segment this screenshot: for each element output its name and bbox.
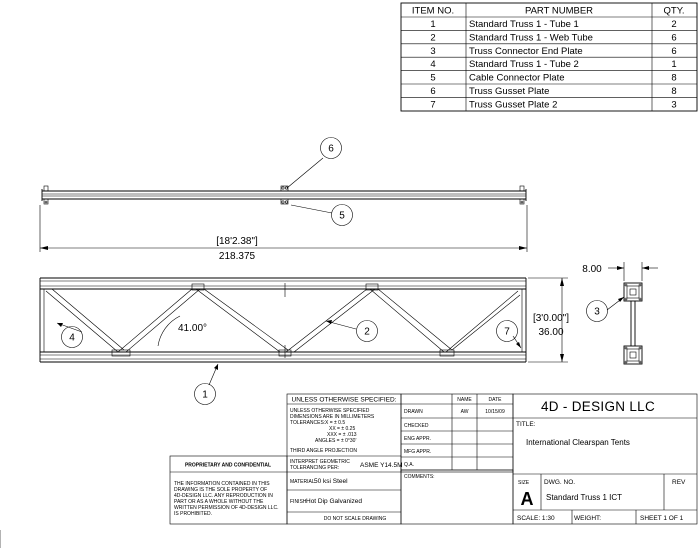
balloon-3: 3 xyxy=(586,296,625,322)
tb-tol-xx: XX = ± 0.25 xyxy=(329,426,355,432)
bom-row-4-part: Standard Truss 1 - Tube 2 xyxy=(469,59,579,70)
tb-size-label: SIZE xyxy=(518,480,530,486)
bom-row-5-item: 5 xyxy=(430,73,435,84)
bom-row-2-qty: 6 xyxy=(671,32,676,43)
bom-row-4-qty: 1 xyxy=(671,59,676,70)
tb-weight: WEIGHT: xyxy=(574,515,601,522)
tb-prop-line-2: DRAWING IS THE SOLE PROPERTY OF xyxy=(174,487,267,493)
balloon-4: 4 xyxy=(56,322,83,348)
tb-material-label: MATERIAL xyxy=(290,479,315,485)
tb-dims-1: UNLESS OTHERWISE SPECIFIED xyxy=(290,408,370,414)
angle-label: 41.00° xyxy=(178,323,207,334)
bom-table: ITEM NO. PART NUMBER QTY. 1 Standard Tru… xyxy=(400,2,698,112)
tb-dims-2: DIMENSIONS ARE IN MILLIMETERS xyxy=(290,414,375,420)
top-view xyxy=(41,185,527,205)
bom-row-1-qty: 2 xyxy=(671,19,676,30)
tb-prop-line-3: 4D-DESIGN LLC. ANY REPRODUCTION IN xyxy=(174,493,273,499)
balloon-1-label: 1 xyxy=(202,390,208,401)
height-dim-in: 36.00 xyxy=(538,327,563,338)
tb-prop-line-1: THE INFORMATION CONTAINED IN THIS xyxy=(174,481,270,487)
front-view xyxy=(39,277,527,363)
tb-rev-label: REV xyxy=(672,479,686,486)
tb-comments: COMMENTS: xyxy=(404,474,435,480)
tb-tol-angles: ANGLES = ± 0°30' xyxy=(315,438,356,444)
bom-row-3-item: 3 xyxy=(430,46,435,57)
tb-col-date: DATE xyxy=(489,397,503,403)
balloon-3-label: 3 xyxy=(594,307,600,318)
tb-scale: SCALE: 1:30 xyxy=(517,515,555,522)
tb-finish: Hot Dip Galvanized xyxy=(306,498,362,505)
width-dimension: 8.00 xyxy=(582,262,658,281)
bom-row-5-part: Cable Connector Plate xyxy=(469,73,565,84)
tb-title-label: TITLE: xyxy=(516,421,536,428)
tb-drawn: DRAWN xyxy=(404,409,423,415)
bom-row-6-qty: 8 xyxy=(671,86,676,97)
tb-col-name: NAME xyxy=(457,397,472,403)
tb-proprietary: PROPRIETARY AND CONFIDENTIAL xyxy=(185,463,271,469)
tb-third-angle: THIRD ANGLE PROJECTION xyxy=(290,448,357,454)
tb-material: 50 ksi Steel xyxy=(314,478,348,485)
tb-company: 4D - DESIGN LLC xyxy=(541,399,655,414)
length-dim-ft: [18'2.38"] xyxy=(216,236,258,247)
balloon-4-label: 4 xyxy=(69,333,75,344)
tb-sheet: SHEET 1 OF 1 xyxy=(640,515,684,522)
bom-header-part: PART NUMBER xyxy=(525,6,593,17)
height-dimension: [3'0.00"] 36.00 xyxy=(528,277,569,363)
bom-row-7-qty: 3 xyxy=(671,99,676,110)
tb-prop-line-6: IS PROHIBITED. xyxy=(174,511,212,517)
balloon-2: 2 xyxy=(325,320,378,342)
tb-geom-tol-1: INTERPRET GEOMETRIC xyxy=(290,459,350,465)
tb-unless: UNLESS OTHERWISE SPECIFIED: xyxy=(292,397,397,404)
tb-drawn-name: AW xyxy=(461,409,469,415)
tb-title: International Clearspan Tents xyxy=(526,438,630,447)
title-block: UNLESS OTHERWISE SPECIFIED: UNLESS OTHER… xyxy=(169,393,698,525)
bom-row-7-item: 7 xyxy=(430,99,435,110)
balloon-1: 1 xyxy=(194,363,219,405)
side-view xyxy=(623,282,643,365)
tb-tol-x: X = ± 0.5 xyxy=(325,420,345,426)
angle-annotation: 41.00° xyxy=(157,315,207,347)
tb-dwg-no: Standard Truss 1 ICT xyxy=(546,493,622,502)
bom-header-item: ITEM NO. xyxy=(412,6,454,17)
balloon-5: 5 xyxy=(290,204,353,226)
tb-finish-label: FINISH xyxy=(290,499,307,505)
tb-geom-std: ASME Y14.5M xyxy=(360,462,403,469)
length-dim-in: 218.375 xyxy=(219,251,256,262)
width-dim: 8.00 xyxy=(582,264,602,275)
bom-row-7-part: Truss Gusset Plate 2 xyxy=(469,99,557,110)
bom-row-6-item: 6 xyxy=(430,86,435,97)
tb-geom-tol-2: TOLERANCING PER: xyxy=(290,465,339,471)
tb-qa: Q.A. xyxy=(404,462,414,468)
length-dimension: [18'2.38"] 218.375 xyxy=(39,205,528,262)
bom-row-2-item: 2 xyxy=(430,32,435,43)
bom-row-1-item: 1 xyxy=(430,19,435,30)
balloon-2-label: 2 xyxy=(364,327,370,338)
balloon-6: 6 xyxy=(286,137,342,189)
tb-prop-line-5: WRITTEN PERMISSION OF 4D-DESIGN LLC. xyxy=(174,505,278,511)
tb-eng-appr: ENG APPR. xyxy=(404,436,431,442)
tb-size: A xyxy=(521,489,534,509)
tb-mfg-appr: MFG APPR. xyxy=(404,449,431,455)
balloon-5-label: 5 xyxy=(339,211,345,222)
tb-prop-line-4: PART OR AS A WHOLE WITHOUT THE xyxy=(174,499,264,505)
bom-row-5-qty: 8 xyxy=(671,73,676,84)
bom-row-2-part: Standard Truss 1 - Web Tube xyxy=(469,32,593,43)
tb-do-not-scale: DO NOT SCALE DRAWING xyxy=(324,516,387,522)
bom-row-3-part: Truss Connector End Plate xyxy=(469,46,583,57)
bom-header-qty: QTY. xyxy=(664,6,685,17)
bom-row-6-part: Truss Gusset Plate xyxy=(469,86,549,97)
bom-row-1-part: Standard Truss 1 - Tube 1 xyxy=(469,19,579,30)
balloon-7: 7 xyxy=(496,320,522,349)
tb-tolerances: TOLERANCES: xyxy=(290,420,325,426)
tb-tol-xxx: XXX = ± .013 xyxy=(327,432,357,438)
balloon-6-label: 6 xyxy=(328,144,334,155)
tb-drawn-date: 10/15/09 xyxy=(485,409,505,415)
bom-row-4-item: 4 xyxy=(430,59,435,70)
balloon-7-label: 7 xyxy=(504,327,510,338)
height-dim-ft: [3'0.00"] xyxy=(533,313,569,324)
bom-row-3-qty: 6 xyxy=(671,46,676,57)
tb-checked: CHECKED xyxy=(404,423,429,429)
tb-dwg-label: DWG. NO. xyxy=(544,479,575,486)
